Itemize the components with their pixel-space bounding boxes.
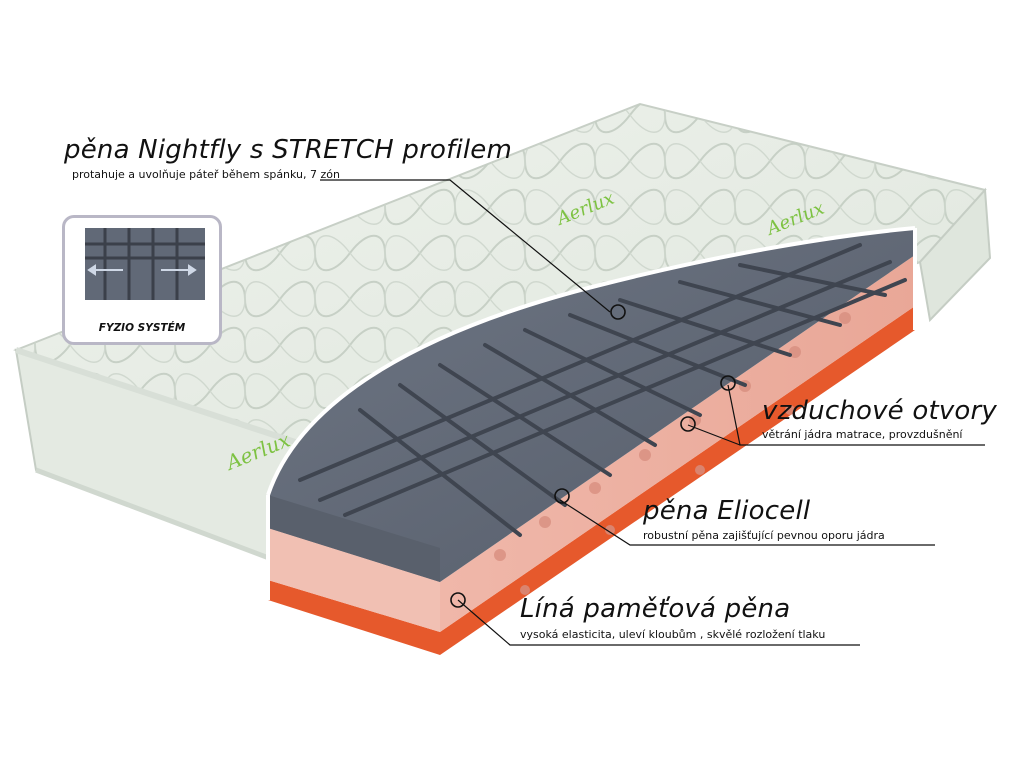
leader-nightfly: [320, 179, 611, 313]
leader-eliocell: [559, 499, 935, 546]
layer-title-vzduchove: vzduchové otvory: [762, 396, 998, 426]
leader-lina: [457, 599, 860, 646]
air-holes: [494, 312, 851, 595]
layer-subtitle-eliocell: robustní pěna zajišťující pevnou oporu j…: [643, 529, 885, 542]
fyzio-inset: FYZIO SYSTÉM: [62, 215, 222, 345]
leader-lines: [320, 179, 985, 646]
orange-layer: [268, 306, 915, 655]
cover-quilting: [16, 104, 985, 470]
fyzio-diagram: [85, 228, 205, 300]
callout-markers: [450, 304, 736, 608]
leader-vzduchove-2: [687, 424, 741, 446]
layer-subtitle-nightfly: protahuje a uvolňuje páteř během spánku,…: [72, 168, 340, 181]
cover-right-side: [918, 187, 992, 323]
layer-title-nightfly: pěna Nightfly s STRETCH profilem: [64, 135, 513, 165]
gray-grooves: [298, 243, 907, 537]
layer-title-eliocell: pěna Eliocell: [643, 496, 811, 526]
layer-subtitle-lina: vysoká elasticita, uleví kloubům , skvěl…: [520, 628, 826, 641]
layer-title-lina: Líná paměťová pěna: [520, 594, 791, 624]
layer-subtitle-vzduchove: větrání jádra matrace, provzdušnění: [762, 428, 963, 441]
gray-layer: [268, 228, 915, 582]
fyzio-caption: FYZIO SYSTÉM: [98, 322, 186, 334]
